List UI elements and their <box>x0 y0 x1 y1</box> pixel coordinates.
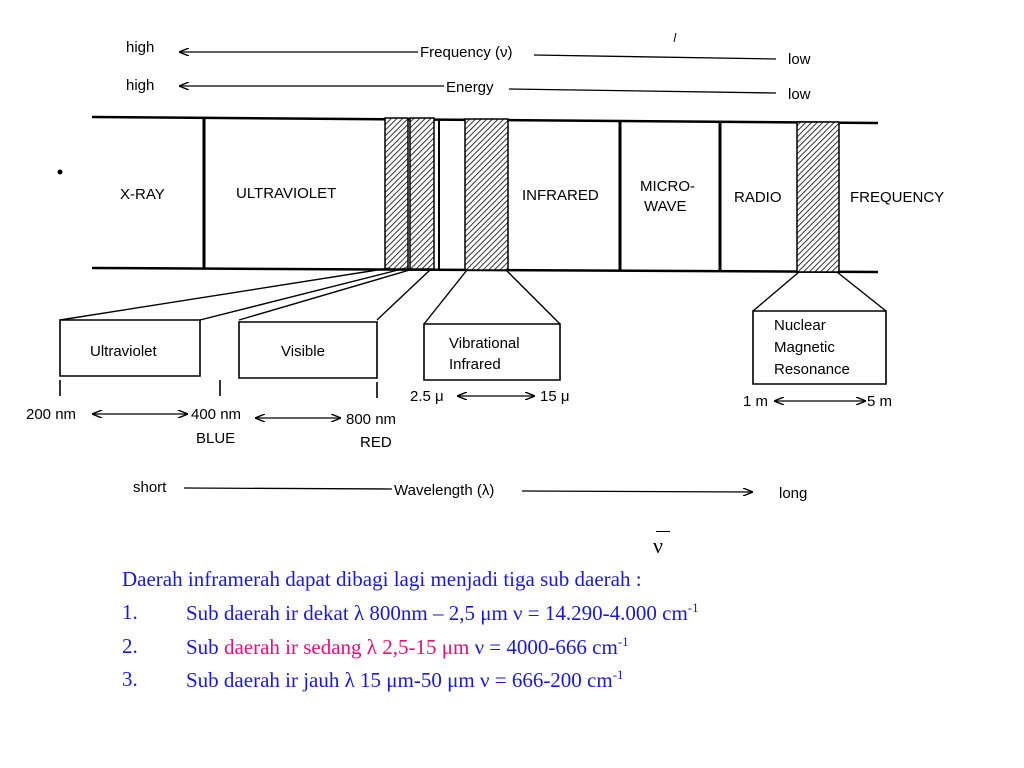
wavelength-long-label: long <box>779 485 807 502</box>
caption-item-2-highlight: daerah ir sedang λ 2,5-15 μm <box>223 635 470 659</box>
band-microwave-line1: MICRO- <box>640 178 695 195</box>
box-nmr-label-1: Nuclear <box>774 317 826 334</box>
caption-item-2-text-a: Sub <box>186 635 224 659</box>
wavelength-line-left <box>183 487 393 490</box>
wavelength-scale: short Wavelength (λ) long <box>133 479 807 502</box>
range-5m: 5 m <box>867 393 892 410</box>
band-xray: X-RAY <box>120 186 165 203</box>
box-visible-label: Visible <box>281 343 325 360</box>
caption-item-2: Sub daerah ir sedang λ 2,5-15 μm ν = 400… <box>186 634 629 660</box>
caption-item-3-text: Sub daerah ir jauh λ 15 μm-50 μm ν = 666… <box>186 668 613 692</box>
caption-item-3: Sub daerah ir jauh λ 15 μm-50 μm ν = 666… <box>186 667 624 693</box>
spectrum-band: X-RAY ULTRAVIOLET INFRARED MICRO- WAVE R… <box>91 115 944 274</box>
band-frequency: FREQUENCY <box>850 189 944 206</box>
caption-item-1-sup: -1 <box>687 600 699 615</box>
band-ultraviolet: ULTRAVIOLET <box>236 185 336 202</box>
band-infrared: INFRARED <box>522 187 599 204</box>
electromagnetic-spectrum-diagram: high Frequency (ν) low high Energy low X… <box>26 32 944 502</box>
caption-item-3-sup: -1 <box>612 667 624 682</box>
range-800nm: 800 nm <box>346 411 396 428</box>
stray-dot <box>57 169 63 175</box>
visible-hatch-band <box>409 117 435 270</box>
frequency-line-right <box>533 54 777 60</box>
caption-item-2-text-b: ν = 4000-666 cm <box>469 635 618 659</box>
wavelength-short-label: short <box>133 479 167 496</box>
range-2-5mu: 2.5 μ <box>410 388 444 405</box>
range-1m: 1 m <box>743 393 768 410</box>
frequency-scale: high Frequency (ν) low <box>126 39 811 68</box>
frequency-high-label: high <box>126 39 154 56</box>
box-vibrational-label-1: Vibrational <box>449 335 520 352</box>
box-visible: Visible <box>238 321 378 379</box>
uv-hatch-band <box>384 117 409 270</box>
energy-high-label: high <box>126 77 154 94</box>
range-blue: BLUE <box>196 430 235 447</box>
stray-tick <box>673 32 677 43</box>
range-red: RED <box>360 434 392 451</box>
band-microwave-line2: WAVE <box>644 198 687 215</box>
box-ultraviolet: Ultraviolet <box>59 319 201 377</box>
frequency-label: Frequency (ν) <box>420 44 513 61</box>
nmr-hatch-band <box>796 121 840 273</box>
caption-item-1: Sub daerah ir dekat λ 800nm – 2,5 μm ν =… <box>186 600 699 626</box>
caption-item-2-number: 2. <box>122 634 138 658</box>
box-nmr: Nuclear Magnetic Resonance <box>752 310 887 385</box>
frequency-low-label: low <box>788 51 811 68</box>
nu-bar-glyph: ν <box>653 533 663 558</box>
range-400nm: 400 nm <box>191 406 241 423</box>
ir-hatch-band <box>464 118 509 271</box>
caption-item-3-number: 3. <box>122 667 138 691</box>
expansion-lines <box>59 267 887 325</box>
range-15mu: 15 μ <box>540 388 570 405</box>
box-nmr-label-3: Resonance <box>774 361 850 378</box>
range-200nm: 200 nm <box>26 406 76 423</box>
wavelength-arrow-right <box>521 491 752 492</box>
energy-label: Energy <box>446 79 494 96</box>
caption-intro: Daerah inframerah dapat dibagi lagi menj… <box>122 567 642 591</box>
box-vibrational-label-2: Infrared <box>449 356 501 373</box>
box-ultraviolet-label: Ultraviolet <box>90 343 158 360</box>
caption-item-1-text: Sub daerah ir dekat λ 800nm – 2,5 μm ν =… <box>186 601 688 625</box>
energy-scale: high Energy low <box>126 77 811 103</box>
caption-item-1-number: 1. <box>122 600 138 624</box>
nu-bar-symbol: ν <box>653 531 670 559</box>
box-nmr-label-2: Magnetic <box>774 339 835 356</box>
range-annotations: 200 nm 400 nm BLUE 800 nm RED 2.5 μ 15 μ… <box>26 380 892 451</box>
box-vibrational-infrared: Vibrational Infrared <box>423 323 561 381</box>
band-radio: RADIO <box>734 189 782 206</box>
energy-line-right <box>508 88 777 94</box>
caption-item-2-sup: -1 <box>617 634 629 649</box>
wavelength-label: Wavelength (λ) <box>394 482 494 499</box>
energy-low-label: low <box>788 86 811 103</box>
